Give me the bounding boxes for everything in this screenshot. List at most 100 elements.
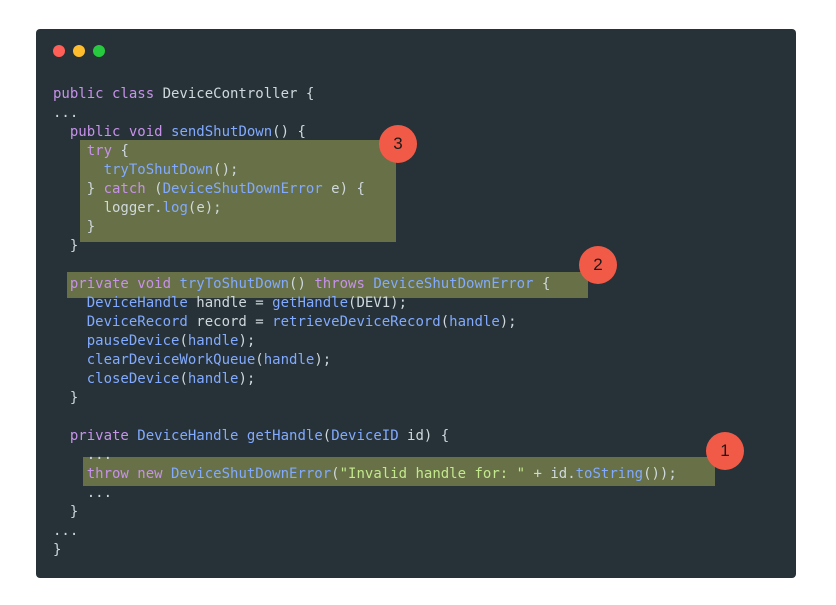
code-line: pauseDevice(handle);: [53, 332, 677, 351]
code-token: log: [162, 200, 188, 216]
code-token: (DEV1);: [348, 295, 408, 311]
code-line: } catch (DeviceShutDownError e) {: [53, 180, 677, 199]
maximize-window-dot[interactable]: [93, 45, 105, 57]
code-token: sendShutDown: [171, 124, 273, 140]
code-block: public class DeviceController {... publi…: [53, 85, 677, 560]
code-window: public class DeviceController {... publi…: [36, 29, 796, 578]
code-token: DeviceShutDownError: [373, 276, 534, 292]
code-line: tryToShutDown();: [53, 161, 677, 180]
code-token: ...: [53, 523, 79, 539]
highlight-try-catch: [80, 140, 396, 242]
code-line: try {: [53, 142, 677, 161]
code-token: DeviceRecord: [53, 314, 188, 330]
code-line: [53, 408, 677, 427]
code-line: ...: [53, 522, 677, 541]
code-token: + id.: [525, 466, 576, 482]
code-line: public class DeviceController {: [53, 85, 677, 104]
code-line: }: [53, 237, 677, 256]
minimize-window-dot[interactable]: [73, 45, 85, 57]
code-line: DeviceHandle handle = getHandle(DEV1);: [53, 294, 677, 313]
code-token: toString: [575, 466, 644, 482]
code-token: tryToShutDown: [179, 276, 290, 292]
code-line: public void sendShutDown() {: [53, 123, 677, 142]
code-token: retrieveDeviceRecord: [272, 314, 441, 330]
code-token: ());: [643, 466, 677, 482]
code-token: }: [53, 181, 104, 197]
code-token: handle: [187, 371, 239, 387]
code-token: public class: [53, 86, 163, 102]
code-token: tryToShutDown: [53, 162, 214, 178]
code-token: );: [238, 371, 256, 387]
code-token: try: [53, 143, 113, 159]
code-line: throw new DeviceShutDownError("Invalid h…: [53, 465, 677, 484]
callout-badge-2: 2: [579, 246, 617, 284]
code-line: logger.log(e);: [53, 199, 677, 218]
code-token: ();: [213, 162, 239, 178]
code-token: getHandle: [272, 295, 349, 311]
code-token: DeviceShutDownError: [162, 181, 323, 197]
code-line: private DeviceHandle getHandle(DeviceID …: [53, 427, 677, 446]
code-token: {: [297, 86, 315, 102]
code-token: id) {: [398, 428, 450, 444]
close-window-dot[interactable]: [53, 45, 65, 57]
code-token: "Invalid handle for: ": [339, 466, 526, 482]
highlight-method-signature: [67, 272, 588, 298]
code-token: private: [53, 428, 138, 444]
code-line: ...: [53, 484, 677, 503]
code-line: closeDevice(handle);: [53, 370, 677, 389]
code-token: private void: [53, 276, 180, 292]
highlight-throw-line: [83, 457, 715, 486]
code-token: DeviceHandle: [53, 295, 188, 311]
code-token: (e);: [187, 200, 222, 216]
code-token: throws: [314, 276, 374, 292]
code-line: }: [53, 503, 677, 522]
code-token: e) {: [322, 181, 365, 197]
code-token: public void: [53, 124, 172, 140]
code-token: (: [255, 352, 264, 368]
code-token: }: [53, 390, 79, 406]
code-token: pauseDevice: [53, 333, 180, 349]
code-token: {: [533, 276, 551, 292]
code-token: (): [289, 276, 315, 292]
code-token: record =: [187, 314, 273, 330]
callout-badge-3: 3: [379, 125, 417, 163]
code-token: }: [53, 219, 96, 235]
code-token: }: [53, 504, 79, 520]
code-token: getHandle: [246, 428, 323, 444]
code-token: handle: [187, 333, 239, 349]
code-token: handle: [263, 352, 315, 368]
code-token: clearDeviceWorkQueue: [53, 352, 256, 368]
code-line: }: [53, 218, 677, 237]
code-line: private void tryToShutDown() throws Devi…: [53, 275, 677, 294]
code-token: );: [499, 314, 517, 330]
code-token: ...: [53, 447, 113, 463]
code-token: );: [238, 333, 256, 349]
code-token: DeviceID: [331, 428, 399, 444]
code-token: (: [145, 181, 163, 197]
code-line: DeviceRecord record = retrieveDeviceReco…: [53, 313, 677, 332]
code-token: closeDevice: [53, 371, 180, 387]
code-token: DeviceShutDownError: [171, 466, 332, 482]
code-line: }: [53, 541, 677, 560]
code-token: catch: [103, 181, 146, 197]
callout-badge-1: 1: [706, 432, 744, 470]
code-token: (: [322, 428, 332, 444]
code-token: (: [440, 314, 450, 330]
code-token: logger: [53, 200, 155, 216]
code-token: (: [331, 466, 340, 482]
code-token: {: [112, 143, 129, 159]
code-token: }: [53, 542, 62, 558]
code-token: handle: [449, 314, 500, 330]
code-token: DeviceHandle: [137, 428, 239, 444]
code-token: DeviceController: [162, 86, 298, 102]
code-token: ...: [53, 105, 79, 121]
code-token: handle =: [187, 295, 273, 311]
code-token: }: [53, 238, 79, 254]
code-token: throw new: [53, 466, 172, 482]
code-token: () {: [272, 124, 306, 140]
code-token: .: [154, 200, 163, 216]
code-token: (: [179, 371, 188, 387]
code-token: (: [179, 333, 188, 349]
code-line: clearDeviceWorkQueue(handle);: [53, 351, 677, 370]
code-line: ...: [53, 446, 677, 465]
